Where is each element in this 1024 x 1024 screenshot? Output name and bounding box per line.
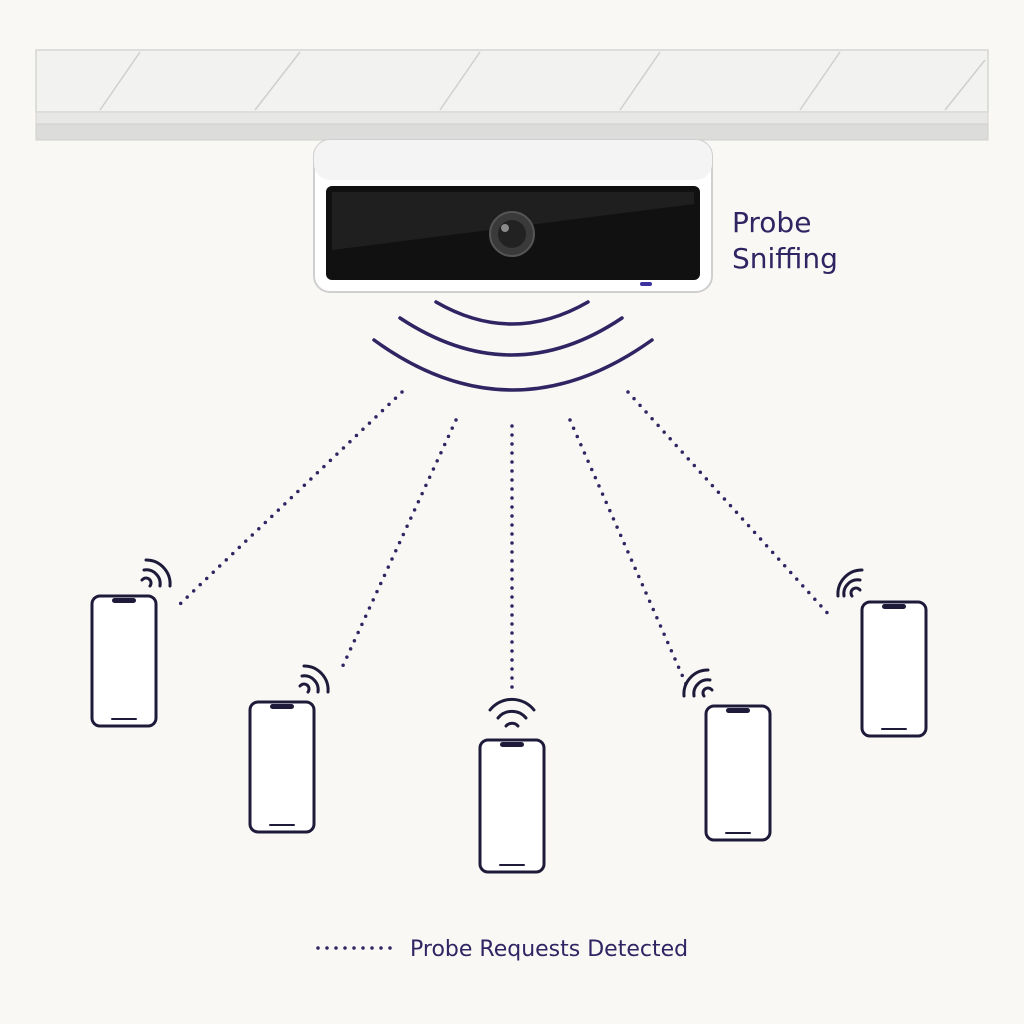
wifi-arc-small (298, 682, 311, 694)
ceiling-panel (35, 49, 989, 141)
phone-notch (270, 704, 294, 709)
wifi-signal-icon (682, 668, 714, 698)
phone-body (860, 600, 928, 738)
wifi-arc-large (302, 664, 330, 694)
sensor-top-bevel (314, 140, 712, 180)
legend: Probe Requests Detected (316, 937, 688, 962)
wifi-arc-large (144, 558, 172, 588)
probe-request-lines (178, 390, 832, 692)
tile-line (799, 51, 841, 111)
broadcast-arc-outer (372, 338, 654, 392)
wifi-arc-large (836, 568, 864, 598)
phone-body (704, 704, 772, 842)
device-label-line1: Probe (732, 206, 811, 239)
ceiling-tile-lines (99, 51, 986, 111)
sensor-lens-highlight (501, 224, 509, 232)
ceiling-edge (35, 111, 989, 125)
broadcast-arc-inner (434, 300, 590, 326)
ceiling-surface (35, 49, 989, 113)
tile-line (944, 59, 986, 111)
wifi-signal-icon (488, 697, 536, 728)
smartphone-icon (248, 700, 316, 834)
tile-line (254, 51, 301, 111)
phone-notch (882, 604, 906, 609)
smartphone-icon (90, 594, 158, 728)
wifi-signal-icon (298, 664, 330, 694)
smartphone-icon (704, 704, 772, 842)
phone-notch (726, 708, 750, 713)
wifi-arc-medium (300, 674, 320, 694)
smartphone-icon (478, 738, 546, 874)
device-label-line2: Sniffing (732, 242, 838, 275)
wifi-arc-medium (692, 678, 712, 698)
probe-line-5 (626, 390, 832, 618)
wifi-arc-medium (142, 568, 162, 588)
wifi-arc-small (504, 721, 520, 728)
tile-line (439, 51, 481, 111)
wifi-arc-medium (842, 578, 862, 598)
phone-body (90, 594, 158, 728)
probe-line-4 (568, 418, 688, 686)
wifi-arc-small (140, 576, 153, 588)
phone-notch (112, 598, 136, 603)
phone-body (248, 700, 316, 834)
tile-line (99, 51, 141, 111)
phone-notch (500, 742, 524, 747)
wifi-arc-large (488, 697, 536, 712)
broadcast-arc-middle (398, 316, 624, 357)
broadcast-arcs-icon (372, 300, 654, 392)
wifi-arc-small (849, 586, 862, 598)
sensor-lens (498, 220, 526, 248)
probe-line-1 (178, 390, 404, 606)
smartphone-icon (860, 600, 928, 738)
ceiling-sensor-icon (313, 139, 713, 293)
tile-line (619, 51, 661, 111)
sensor-status-led (640, 282, 652, 286)
legend-label: Probe Requests Detected (410, 937, 688, 962)
wifi-signal-icon (140, 558, 172, 588)
wifi-arc-medium (496, 709, 528, 720)
wifi-signal-icon (836, 568, 864, 598)
wifi-arc-small (701, 686, 714, 698)
wifi-arc-large (682, 668, 710, 698)
phone-body (478, 738, 546, 874)
ceiling-rail (35, 123, 989, 141)
probe-line-2 (338, 418, 458, 674)
